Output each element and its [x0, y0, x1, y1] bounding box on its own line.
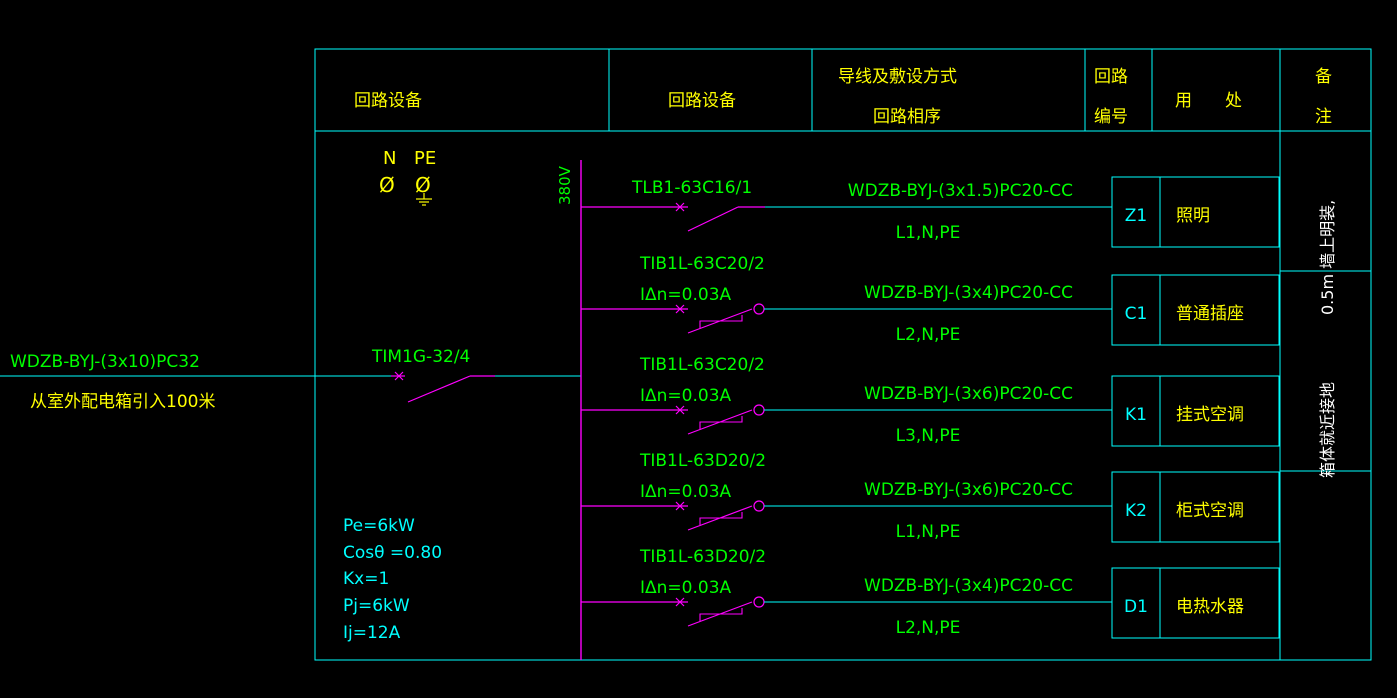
circuit-1-breaker-label: TLB1-63C16/1: [631, 178, 752, 198]
bus-voltage: 380V: [556, 165, 574, 205]
circuit-1-switch-blade: [687, 206, 739, 232]
header-remark-1: 备: [1315, 67, 1332, 87]
header-usage-a: 用: [1175, 91, 1192, 111]
pe-label: PE: [414, 148, 436, 169]
circuit-2-cable-label: WDZB-BYJ-(3x4)PC20-CC: [864, 283, 1073, 303]
circuit-3-usage: 挂式空调: [1176, 405, 1244, 425]
header-circuit-equipment-2: 回路设备: [668, 91, 736, 111]
circuit-1-cable-label: WDZB-BYJ-(3x1.5)PC20-CC: [848, 181, 1073, 201]
calc-cos: Cosθ =0.80: [343, 543, 442, 563]
circuit-4-rcd-label: IΔn=0.03A: [640, 482, 732, 502]
circuit-4-code: K2: [1125, 501, 1147, 521]
circuit-5-breaker-label: TIB1L-63D20/2: [639, 547, 766, 567]
pe-ground-icon: [416, 193, 432, 206]
circuit-5-phase-label: L2,N,PE: [896, 618, 961, 638]
circuit-5-code: D1: [1124, 597, 1148, 617]
header-usage-b: 处: [1225, 91, 1242, 111]
circuit-4-breaker-x-b: [675, 501, 685, 511]
calc-pe: Pe=6kW: [343, 516, 415, 536]
circuit-4-cable-label: WDZB-BYJ-(3x6)PC20-CC: [864, 480, 1073, 500]
header-remark-2: 注: [1315, 107, 1332, 127]
circuit-2-breaker-x-b: [675, 304, 685, 314]
circuit-3-breaker-x-b: [675, 405, 685, 415]
circuit-2-rcd-label: IΔn=0.03A: [640, 285, 732, 305]
circuit-5-breaker-x-b: [675, 597, 685, 607]
circuit-3-breaker-label: TIB1L-63C20/2: [639, 355, 765, 375]
circuit-2-code: C1: [1125, 304, 1148, 324]
circuit-2-breaker-label: TIB1L-63C20/2: [639, 254, 765, 274]
circuit-5-load-box: [1111, 567, 1280, 639]
circuit-3-rcd-link: [699, 416, 743, 429]
table-frame: [0, 48, 1372, 661]
main-breaker-symbol: [391, 371, 495, 403]
calc-kx: Kx=1: [343, 569, 389, 589]
circuit-3-cable-label: WDZB-BYJ-(3x6)PC20-CC: [864, 384, 1073, 404]
header-phase-sequence: 回路相序: [873, 107, 941, 127]
circuit-4-breaker-label: TIB1L-63D20/2: [639, 451, 766, 471]
header-wiring-method: 导线及敷设方式: [838, 67, 957, 87]
circuit-2-rcd-link: [699, 315, 743, 328]
circuit-3-rcd-coil-icon: [753, 404, 765, 416]
circuit-2-usage: 普通插座: [1176, 304, 1244, 324]
n-label: N: [383, 148, 396, 169]
circuit-1-load-box: [1111, 176, 1280, 248]
n-terminal-icon: Ø: [379, 173, 395, 197]
circuit-1-phase-label: L1,N,PE: [896, 223, 961, 243]
circuit-2-load-box: [1111, 274, 1280, 346]
main-breaker-label: TIM1G-32/4: [371, 347, 470, 367]
pe-terminal-icon: Ø: [415, 173, 431, 197]
circuit-5-cable-label: WDZB-BYJ-(3x4)PC20-CC: [864, 576, 1073, 596]
header-circuit-equipment-1: 回路设备: [354, 91, 422, 111]
outer-border: [314, 48, 1372, 661]
calc-pj: Pj=6kW: [343, 596, 410, 616]
circuit-rows: TLB1-63C16/1 WDZB-BYJ-(3x1.5)PC20-CC L1,N,…: [581, 176, 1280, 639]
circuit-4-usage: 柜式空调: [1176, 501, 1244, 521]
circuit-3-code: K1: [1125, 405, 1147, 425]
circuit-1-usage: 照明: [1176, 206, 1210, 226]
circuit-2-phase-label: L2,N,PE: [896, 325, 961, 345]
circuit-4-phase-label: L1,N,PE: [896, 522, 961, 542]
circuit-4-load-box: [1111, 471, 1280, 543]
circuit-5-rcd-label: IΔn=0.03A: [640, 578, 732, 598]
circuit-5-usage: 电热水器: [1176, 597, 1244, 617]
header-circuit-no-1: 回路: [1094, 67, 1128, 87]
circuit-1-code: Z1: [1125, 206, 1147, 226]
remark-mounting: 0.5m 墙上明装,: [1318, 200, 1337, 315]
header-circuit-no-2: 编号: [1094, 107, 1128, 127]
circuit-3-load-box: [1111, 375, 1280, 447]
circuit-4-rcd-link: [699, 512, 743, 525]
circuit-3-phase-label: L3,N,PE: [896, 426, 961, 446]
circuit-5-rcd-coil-icon: [753, 596, 765, 608]
circuit-2-rcd-coil-icon: [753, 303, 765, 315]
circuit-1-breaker-x-b: [675, 202, 685, 212]
circuit-4-rcd-coil-icon: [753, 500, 765, 512]
feeder-source-label: 从室外配电箱引入100米: [30, 392, 215, 412]
calc-ij: Ij=12A: [343, 623, 401, 643]
remark-grounding: 箱体就近接地: [1318, 382, 1337, 478]
circuit-3-rcd-label: IΔn=0.03A: [640, 386, 732, 406]
circuit-5-rcd-link: [699, 608, 743, 621]
feeder-cable-label: WDZB-BYJ-(3x10)PC32: [10, 352, 200, 372]
